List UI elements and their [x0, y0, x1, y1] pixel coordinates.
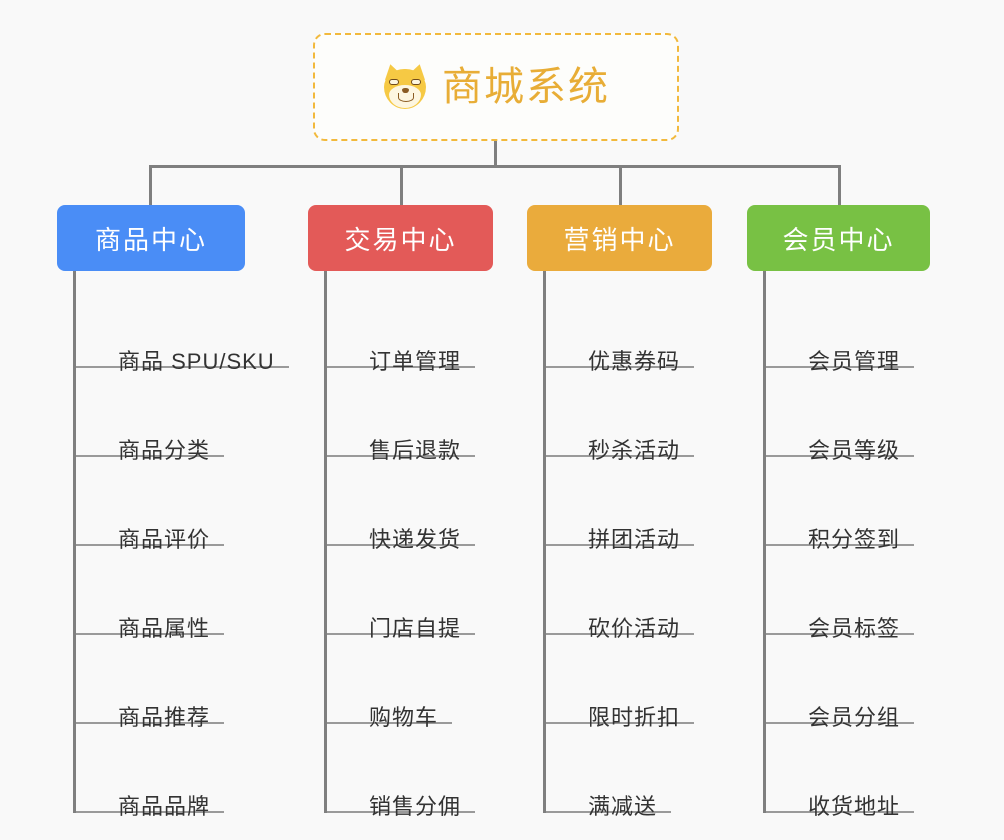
branch-column-trade: 交易中心 订单管理 售后退款 快递发货 门店自提 购物车 销售分佣	[308, 205, 493, 818]
branch-items-trade: 订单管理 售后退款 快递发货 门店自提 购物车 销售分佣	[324, 271, 493, 818]
shiba-inu-dog-face-icon	[381, 62, 429, 110]
leaf-item[interactable]: 砍价活动	[546, 546, 695, 640]
connector-drop-1	[149, 165, 152, 205]
branch-items-product: 商品 SPU/SKU 商品分类 商品评价 商品属性 商品推荐 商品品牌	[73, 271, 289, 818]
root-title: 商城系统	[442, 65, 610, 109]
leaf-item[interactable]: 满减送	[546, 724, 672, 818]
leaf-item[interactable]: 商品品牌	[76, 724, 225, 818]
connector-drop-4	[838, 165, 841, 205]
leaf-item[interactable]: 售后退款	[327, 368, 476, 462]
connector-drop-3	[619, 165, 622, 205]
leaf-item[interactable]: 商品 SPU/SKU	[76, 279, 289, 373]
connector-drop-2	[400, 165, 403, 205]
leaf-item[interactable]: 订单管理	[327, 279, 476, 373]
branch-header-member[interactable]: 会员中心	[747, 205, 930, 271]
leaf-item[interactable]: 购物车	[327, 635, 453, 729]
leaf-item[interactable]: 会员标签	[766, 546, 915, 640]
leaf-item[interactable]: 收货地址	[766, 724, 915, 818]
connector-horizontal-bus	[149, 165, 841, 168]
branch-column-member: 会员中心 会员管理 会员等级 积分签到 会员标签 会员分组 收货地址	[747, 205, 930, 818]
connector-root-stem	[494, 141, 497, 167]
leaf-item[interactable]: 商品分类	[76, 368, 225, 462]
branch-items-marketing: 优惠券码 秒杀活动 拼团活动 砍价活动 限时折扣 满减送	[543, 271, 712, 818]
leaf-item[interactable]: 快递发货	[327, 457, 476, 551]
branch-column-product: 商品中心 商品 SPU/SKU 商品分类 商品评价 商品属性 商品推荐 商品品牌	[57, 205, 289, 818]
leaf-item[interactable]: 优惠券码	[546, 279, 695, 373]
branch-column-marketing: 营销中心 优惠券码 秒杀活动 拼团活动 砍价活动 限时折扣 满减送	[527, 205, 712, 818]
leaf-item[interactable]: 积分签到	[766, 457, 915, 551]
leaf-item[interactable]: 限时折扣	[546, 635, 695, 729]
branch-header-product[interactable]: 商品中心	[57, 205, 245, 271]
root-node[interactable]: 商城系统	[313, 33, 679, 141]
leaf-item[interactable]: 会员管理	[766, 279, 915, 373]
leaf-item[interactable]: 秒杀活动	[546, 368, 695, 462]
leaf-item[interactable]: 商品评价	[76, 457, 225, 551]
branch-header-marketing[interactable]: 营销中心	[527, 205, 712, 271]
leaf-item[interactable]: 门店自提	[327, 546, 476, 640]
leaf-item[interactable]: 会员分组	[766, 635, 915, 729]
leaf-item[interactable]: 销售分佣	[327, 724, 476, 818]
leaf-item[interactable]: 拼团活动	[546, 457, 695, 551]
leaf-item[interactable]: 会员等级	[766, 368, 915, 462]
leaf-item[interactable]: 商品属性	[76, 546, 225, 640]
branch-items-member: 会员管理 会员等级 积分签到 会员标签 会员分组 收货地址	[763, 271, 930, 818]
leaf-item[interactable]: 商品推荐	[76, 635, 225, 729]
branch-header-trade[interactable]: 交易中心	[308, 205, 493, 271]
